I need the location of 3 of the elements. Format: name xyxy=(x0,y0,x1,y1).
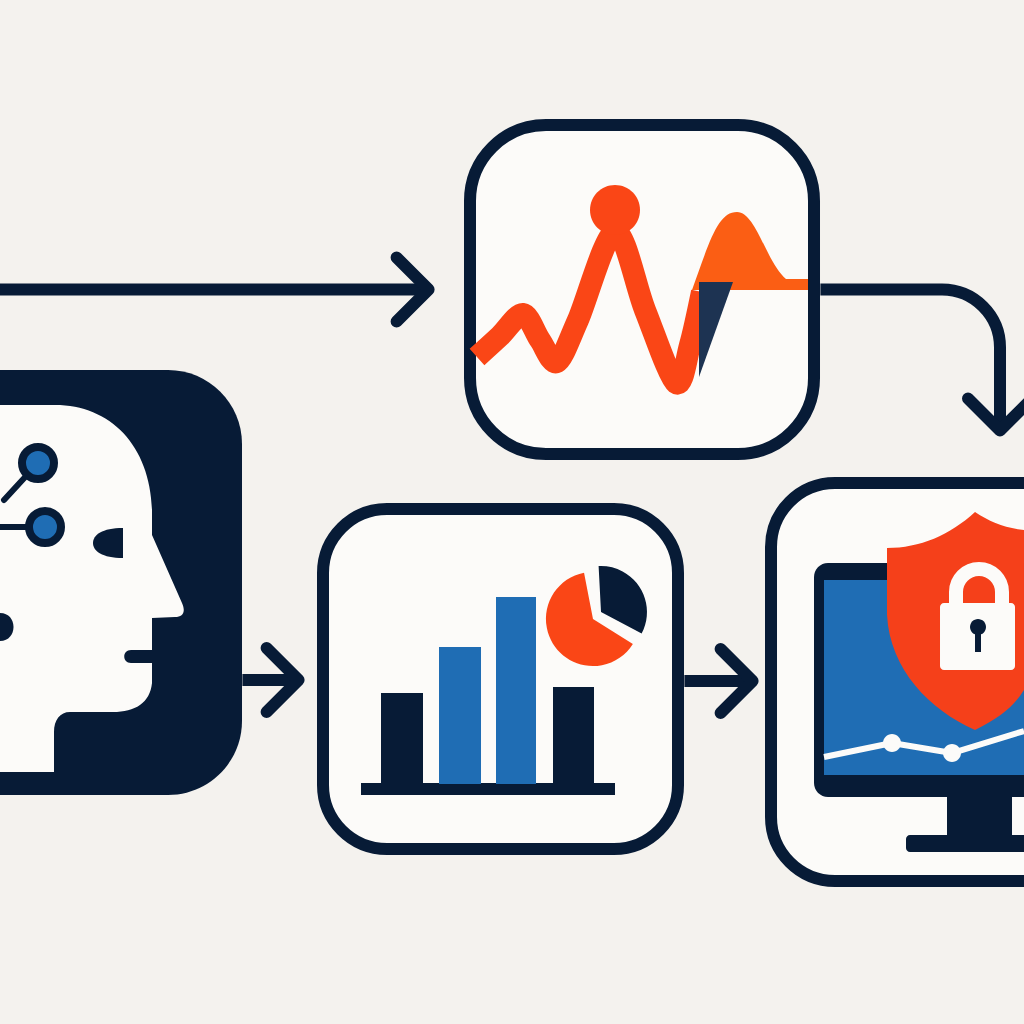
arrow xyxy=(0,251,435,328)
arrow xyxy=(820,283,1024,437)
head-profile-icon xyxy=(0,370,242,795)
